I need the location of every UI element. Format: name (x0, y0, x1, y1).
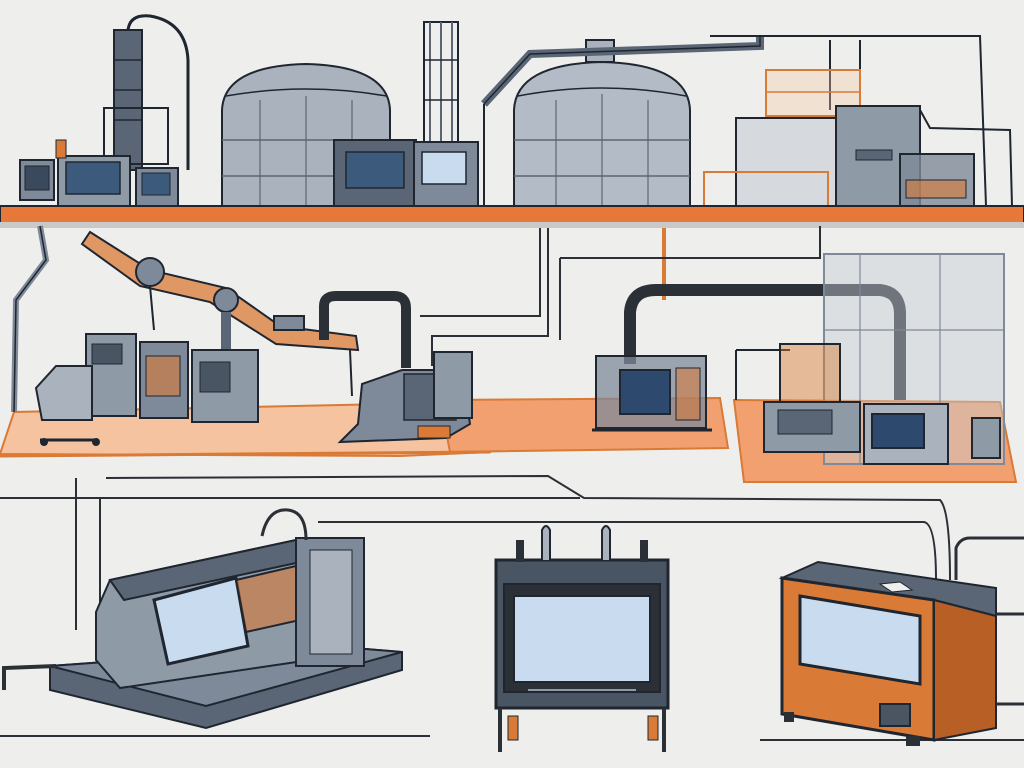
middle-level (0, 225, 1018, 483)
display-terminal-icon (494, 525, 670, 752)
connector-cables (0, 474, 1024, 741)
storage-tank-icon (513, 39, 691, 207)
control-monitor-icon (19, 139, 179, 207)
cnc-machine-icon (319, 291, 473, 444)
display-terminal-icon (592, 284, 906, 432)
chimney-icon (103, 14, 190, 171)
cnc-machine-icon (703, 69, 975, 207)
pipe-icon (481, 35, 1013, 207)
control-monitor-icon (333, 21, 479, 207)
cnc-machine-icon (34, 333, 259, 446)
cnc-machine-icon (763, 253, 1005, 465)
cnc-machine-icon (2, 508, 403, 730)
top-level (0, 14, 1024, 228)
bottom-level (2, 508, 1024, 752)
industrial-oven-icon (778, 536, 1024, 746)
